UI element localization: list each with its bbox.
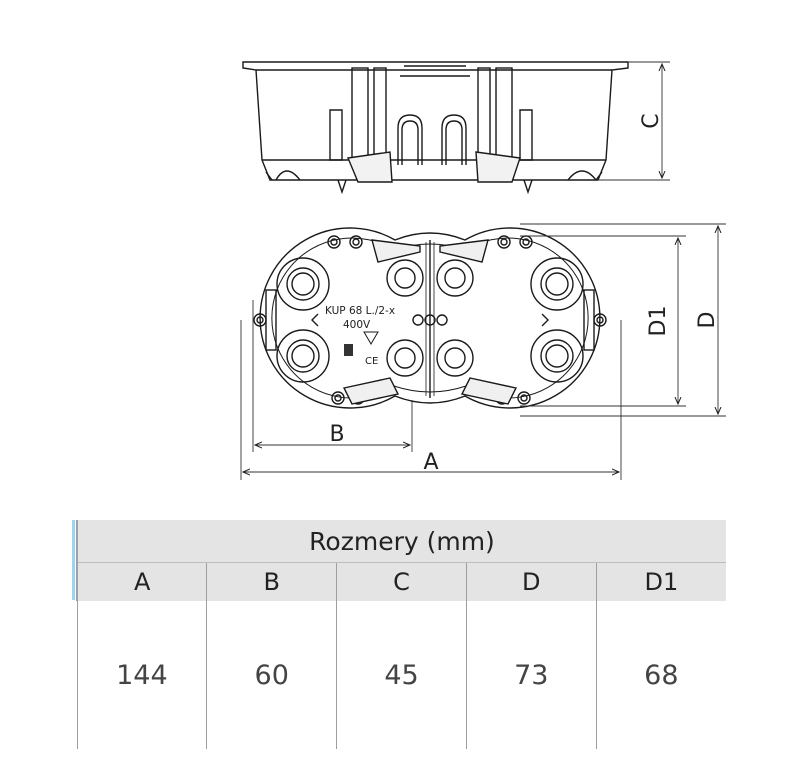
dimension-lines	[240, 61, 726, 480]
header-c: C	[336, 562, 467, 601]
header-d1: D1	[596, 562, 726, 601]
table-header-row: A B C D D1	[76, 562, 726, 601]
dimensions-table: Rozmery (mm) A B C D D1 144 60 45 73 68	[76, 520, 726, 749]
dim-label-c: C	[639, 113, 664, 128]
side-view	[242, 61, 629, 195]
front-view	[253, 227, 607, 409]
dim-label-a: A	[423, 450, 438, 475]
dim-label-d: D	[695, 312, 720, 329]
header-a: A	[76, 562, 208, 601]
dim-label-d1: D1	[646, 306, 671, 337]
model-label: KUP 68 L./2-x	[325, 305, 395, 317]
dim-label-b: B	[329, 422, 344, 447]
ce-mark-label: CE	[365, 356, 378, 367]
value-d: 73	[466, 601, 597, 749]
voltage-label: 400V	[343, 319, 371, 331]
value-a: 144	[76, 601, 208, 749]
header-d: D	[466, 562, 597, 601]
outer-outline	[259, 227, 601, 409]
value-d1: 68	[644, 659, 679, 691]
technical-drawing: KUP 68 L./2-x 400V CE C D1 D B A	[240, 61, 726, 480]
header-b: B	[206, 562, 338, 601]
table-caption: Rozmery (mm)	[76, 520, 726, 563]
table-row: 144 60 45 73 68	[76, 601, 726, 749]
table-accent-bar	[72, 520, 75, 600]
value-b: 60	[206, 601, 338, 749]
value-c: 45	[336, 601, 467, 749]
